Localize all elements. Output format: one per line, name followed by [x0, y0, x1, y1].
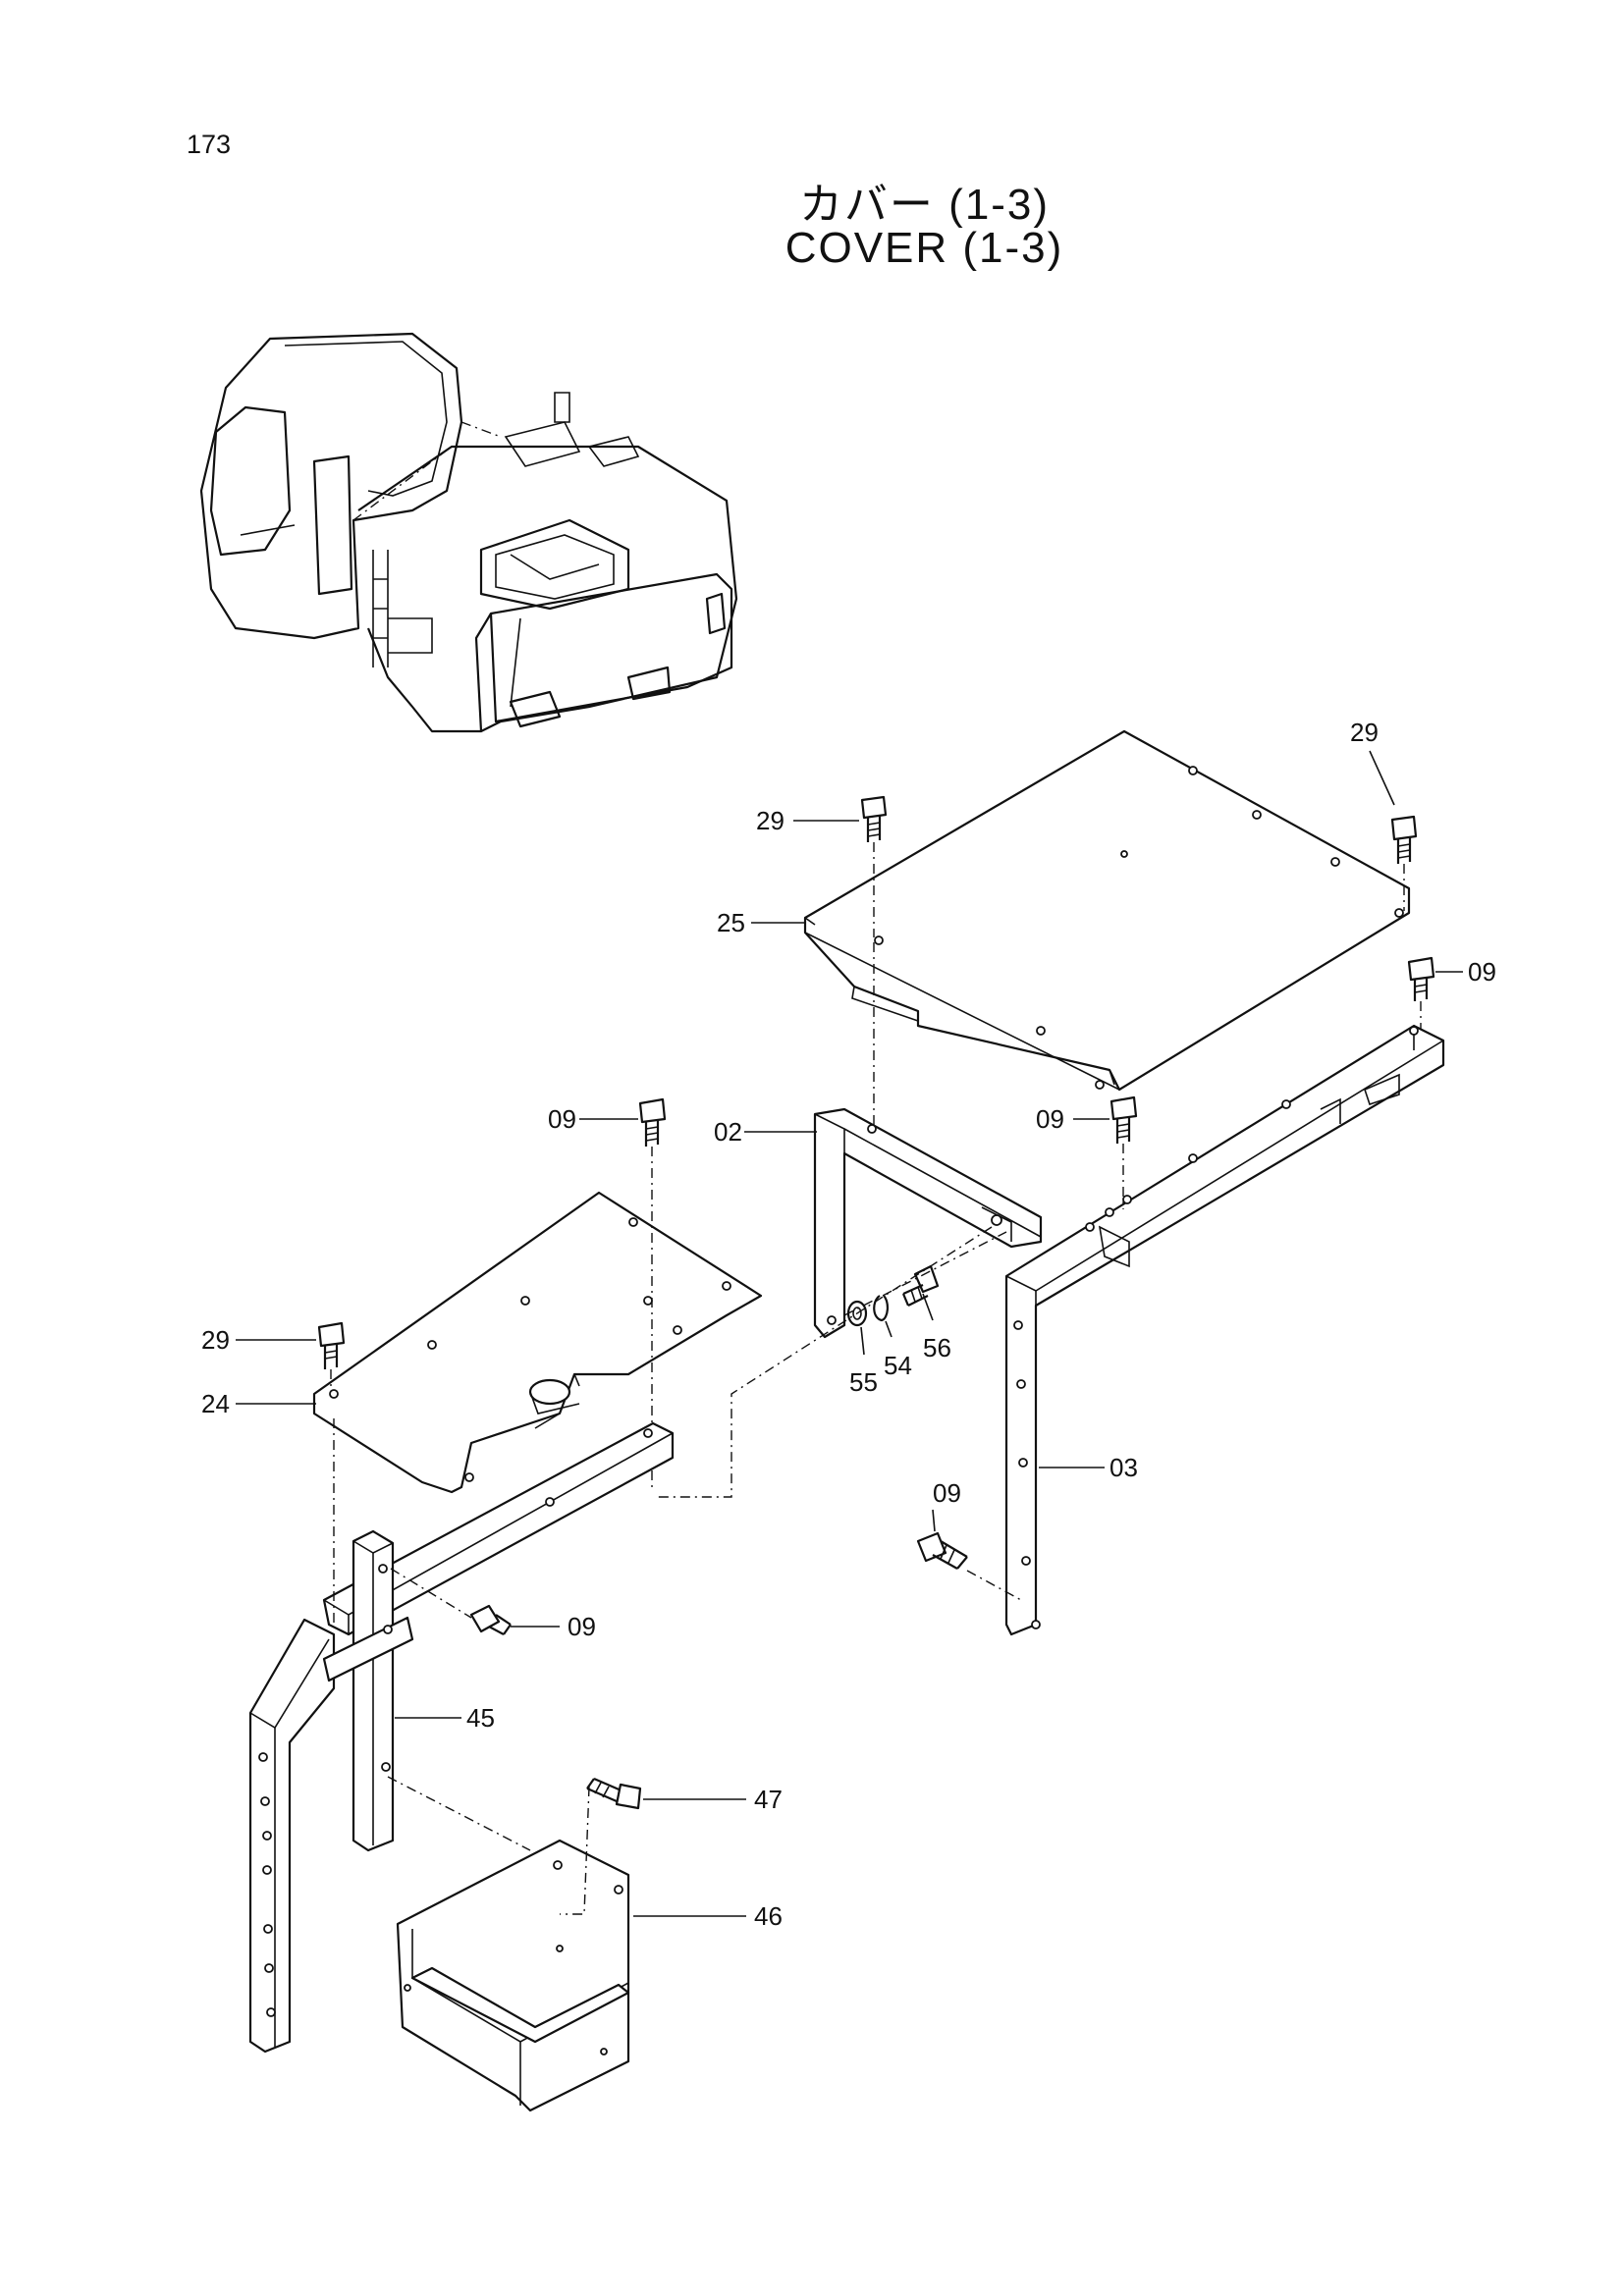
part-24-left-cover-plate — [312, 1191, 763, 1494]
bolt-09-right — [1407, 956, 1435, 1001]
callout-09-lower: 09 — [933, 1478, 961, 1508]
callout-29-top-right: 29 — [1350, 718, 1379, 747]
bolt-09-lower — [916, 1531, 968, 1570]
page-title-english: COVER (1-3) — [784, 224, 1064, 272]
part-45-stay — [322, 1529, 414, 1852]
bolt-09-bracket — [469, 1604, 512, 1635]
callout-46: 46 — [754, 1901, 783, 1931]
page-number: 173 — [187, 130, 232, 159]
angled-left-post — [248, 1618, 336, 2054]
bolt-47 — [586, 1777, 642, 1810]
callout-45: 45 — [466, 1703, 495, 1733]
callout-29-top-left: 29 — [756, 806, 784, 835]
callout-24: 24 — [201, 1389, 230, 1418]
callout-03: 03 — [1109, 1453, 1138, 1482]
callout-25: 25 — [717, 908, 745, 937]
callout-02: 02 — [714, 1117, 742, 1147]
bolt-09-left-top — [638, 1097, 667, 1147]
part-46-box-cover — [396, 1839, 630, 2112]
bolt-29-top-left — [860, 795, 888, 842]
bolt-29-left — [317, 1321, 346, 1369]
bolt-29-top-right — [1390, 815, 1418, 864]
callout-09-left-top: 09 — [548, 1104, 576, 1134]
page-title-japanese: カバー (1-3) — [798, 181, 1051, 229]
callout-09-right: 09 — [1468, 957, 1496, 987]
part-03-frame-bracket — [1004, 1024, 1445, 1636]
callout-55: 55 — [849, 1367, 878, 1397]
excavator-overview-illustration — [199, 332, 738, 733]
leader-lines — [236, 750, 1463, 1917]
bolt-56 — [901, 1264, 940, 1307]
bolt-09-mid — [1109, 1095, 1138, 1144]
callout-54: 54 — [884, 1351, 912, 1380]
part-02-vertical-post — [813, 1107, 1043, 1339]
spring-washer-54 — [873, 1295, 889, 1322]
callout-09-mid: 09 — [1036, 1104, 1064, 1134]
part-25-top-cover-plate — [803, 729, 1411, 1092]
callout-56: 56 — [923, 1333, 951, 1362]
callout-29-left: 29 — [201, 1325, 230, 1355]
callout-09-bracket: 09 — [568, 1612, 596, 1641]
callout-47: 47 — [754, 1785, 783, 1814]
